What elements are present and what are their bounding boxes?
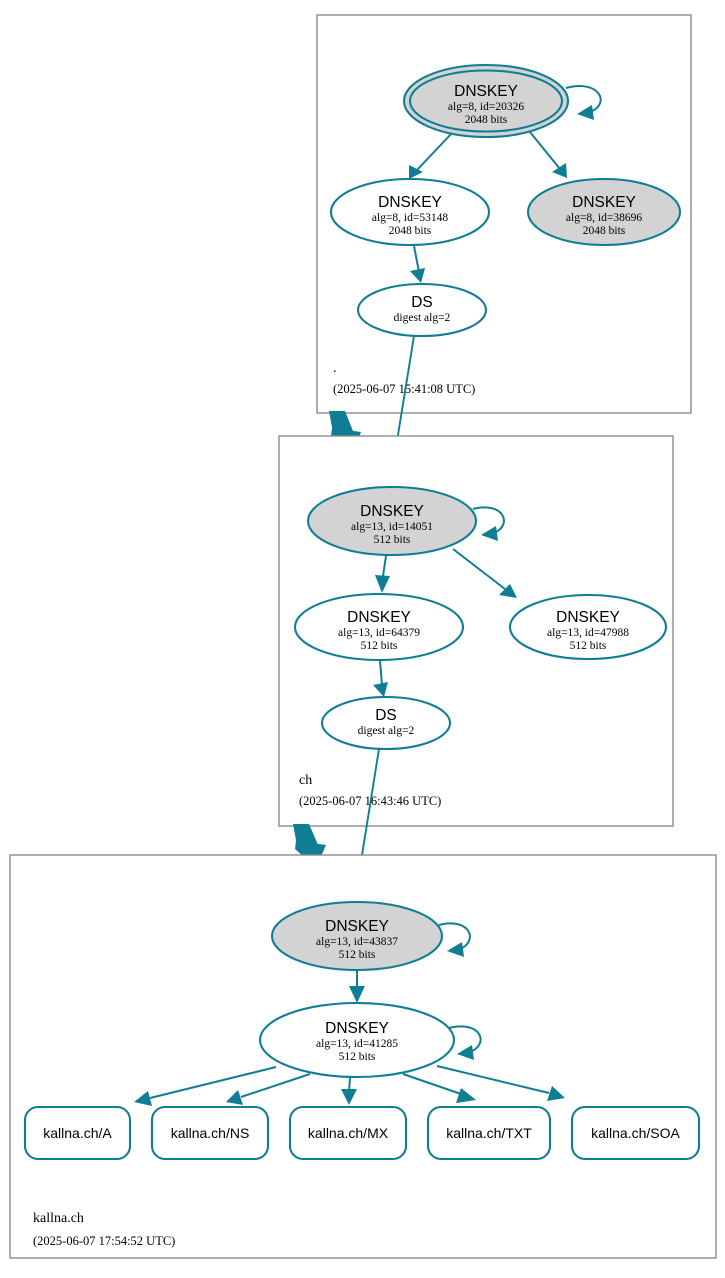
edge-root-ksk-to-zsk53148 — [409, 132, 453, 179]
root-zsk-53148-ellipse — [329, 177, 491, 247]
rrset-txt-label: kallna.ch/TXT — [446, 1125, 532, 1141]
root-zsk-38696-alg-id: alg=8, id=38696 — [566, 212, 642, 224]
rrset-a[interactable]: kallna.ch/A — [23, 1105, 132, 1161]
node-kallna-ksk[interactable]: DNSKEY alg=13, id=43837 512 bits — [270, 900, 444, 972]
ch-zsk-47988-bits: 512 bits — [570, 640, 607, 652]
rrset-soa-box — [570, 1105, 701, 1161]
edge-zsk-to-rrset-txt — [402, 1073, 476, 1103]
zone-label-root: . — [333, 361, 337, 376]
rrset-a-label: kallna.ch/A — [43, 1125, 112, 1141]
root-ds-ellipse — [356, 282, 488, 338]
rrset-a-box — [23, 1105, 132, 1161]
ch-zsk-64379-alg-id: alg=13, id=64379 — [338, 627, 420, 639]
rrset-mx[interactable]: kallna.ch/MX — [288, 1105, 408, 1161]
ch-zsk-64379-title: DNSKEY — [347, 609, 411, 626]
zone-label-kallna: kallna.ch — [33, 1211, 84, 1226]
root-ksk-title: DNSKEY — [454, 83, 518, 100]
node-kallna-zsk[interactable]: DNSKEY alg=13, id=41285 512 bits — [258, 1001, 456, 1079]
rrset-soa[interactable]: kallna.ch/SOA — [570, 1105, 701, 1161]
kallna-zsk-alg-id: alg=13, id=41285 — [316, 1038, 398, 1050]
rrset-ns-label: kallna.ch/NS — [171, 1125, 250, 1141]
edge-kallna-zsk-self-sign — [448, 1025, 482, 1060]
node-ch-zsk-47988[interactable]: DNSKEY alg=13, id=47988 512 bits — [508, 593, 668, 661]
edge-root-ksk-to-zsk38696 — [529, 131, 567, 178]
edge-kallna-ksk-to-zsk — [349, 971, 365, 1003]
ch-zsk-64379-bits: 512 bits — [361, 640, 398, 652]
rrset-mx-box — [288, 1105, 408, 1161]
root-zsk-53148-alg-id: alg=8, id=53148 — [372, 212, 448, 224]
ch-ds-ellipse — [320, 695, 452, 751]
node-root-ksk[interactable]: DNSKEY alg=8, id=20326 2048 bits — [402, 63, 570, 139]
zone-timestamp-root: (2025-06-07 15:41:08 UTC) — [333, 382, 475, 396]
edge-ch-ksk-to-zsk47988 — [452, 548, 517, 598]
rrset-txt-box — [426, 1105, 552, 1161]
kallna-zsk-title: DNSKEY — [325, 1020, 389, 1037]
edge-root-ksk-self-sign — [565, 85, 602, 120]
zone-label-ch: ch — [299, 773, 312, 788]
root-ds-title: DS — [411, 294, 433, 311]
root-ksk-bits: 2048 bits — [465, 114, 508, 126]
edge-zsk-to-rrset-a — [134, 1066, 277, 1106]
edge-ch-ksk-to-zsk64379 — [375, 555, 390, 593]
root-zsk-53148-bits: 2048 bits — [389, 225, 432, 237]
node-root-zsk-38696[interactable]: DNSKEY alg=8, id=38696 2048 bits — [526, 177, 682, 247]
edge-zsk-to-rrset-mx — [341, 1077, 357, 1105]
node-ch-ds[interactable]: DS digest alg=2 — [320, 695, 452, 751]
root-zsk-38696-title: DNSKEY — [572, 194, 636, 211]
root-ds-digest: digest alg=2 — [394, 312, 451, 324]
rrset-txt[interactable]: kallna.ch/TXT — [426, 1105, 552, 1161]
ch-ksk-bits: 512 bits — [374, 534, 411, 546]
ch-zsk-64379-ellipse — [293, 592, 465, 662]
node-root-zsk-53148[interactable]: DNSKEY alg=8, id=53148 2048 bits — [329, 177, 491, 247]
ch-zsk-47988-ellipse — [508, 593, 668, 661]
ch-ksk-title: DNSKEY — [360, 503, 424, 520]
node-ch-ksk[interactable]: DNSKEY alg=13, id=14051 512 bits — [306, 485, 478, 557]
ch-ksk-ellipse — [306, 485, 478, 557]
root-zsk-38696-ellipse — [526, 177, 682, 247]
edge-zsk-to-rrset-soa — [436, 1065, 565, 1101]
root-ksk-ellipse-inner — [408, 69, 564, 133]
root-zsk-53148-title: DNSKEY — [378, 194, 442, 211]
ch-ksk-alg-id: alg=13, id=14051 — [351, 521, 433, 533]
rrset-ns-box — [150, 1105, 270, 1161]
kallna-ksk-alg-id: alg=13, id=43837 — [316, 936, 398, 948]
node-ch-zsk-64379[interactable]: DNSKEY alg=13, id=64379 512 bits — [293, 592, 465, 662]
edge-ch-ksk-self-sign — [472, 506, 505, 541]
rrset-ns[interactable]: kallna.ch/NS — [150, 1105, 270, 1161]
root-ksk-alg-id: alg=8, id=20326 — [448, 101, 524, 113]
ch-zsk-47988-title: DNSKEY — [556, 609, 620, 626]
edge-ch-zsk64379-to-ds — [373, 660, 388, 697]
kallna-ksk-ellipse — [270, 900, 444, 972]
ch-ds-digest: digest alg=2 — [358, 725, 415, 737]
kallna-ksk-title: DNSKEY — [325, 918, 389, 935]
rrset-soa-label: kallna.ch/SOA — [591, 1125, 680, 1141]
kallna-zsk-bits: 512 bits — [339, 1051, 376, 1063]
edge-zsk-to-rrset-ns — [226, 1073, 311, 1105]
edge-root-zsk53148-to-ds — [410, 245, 425, 283]
edge-kallna-ksk-self-sign — [438, 922, 471, 957]
rrset-mx-label: kallna.ch/MX — [308, 1125, 389, 1141]
kallna-ksk-bits: 512 bits — [339, 949, 376, 961]
ch-ds-title: DS — [375, 707, 397, 724]
node-root-ds[interactable]: DS digest alg=2 — [356, 282, 488, 338]
root-zsk-38696-bits: 2048 bits — [583, 225, 626, 237]
ch-zsk-47988-alg-id: alg=13, id=47988 — [547, 627, 629, 639]
zone-timestamp-kallna: (2025-06-07 17:54:52 UTC) — [33, 1234, 175, 1248]
